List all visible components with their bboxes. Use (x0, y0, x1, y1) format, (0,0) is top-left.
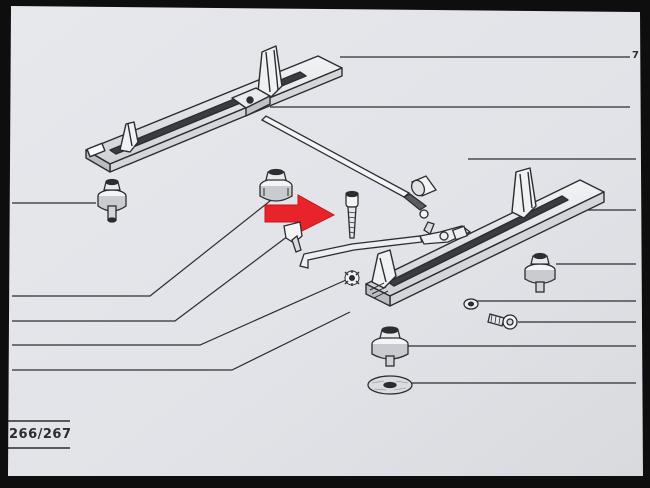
flat-washer (463, 298, 479, 310)
mounting-bolt (345, 190, 359, 239)
rubber-mount (371, 326, 409, 367)
right-seat-rail (365, 167, 605, 307)
spring-washer (344, 270, 360, 286)
highlight-arrow (264, 194, 336, 234)
adjuster-fitting (299, 221, 472, 269)
screw (487, 313, 518, 330)
leader-lines (12, 56, 636, 384)
rubber-mount (524, 252, 556, 293)
callout-number: 7 (632, 50, 639, 61)
adjuster-rod (260, 115, 429, 219)
page-ruling (8, 420, 70, 449)
page-reference-label: 266/267 (9, 427, 72, 442)
connector-screw (410, 175, 437, 197)
rubber-mount (259, 168, 293, 202)
left-seat-rail (85, 45, 343, 173)
guide-bushing (283, 221, 303, 253)
floor-pad (367, 375, 413, 395)
rubber-mount (97, 178, 127, 223)
